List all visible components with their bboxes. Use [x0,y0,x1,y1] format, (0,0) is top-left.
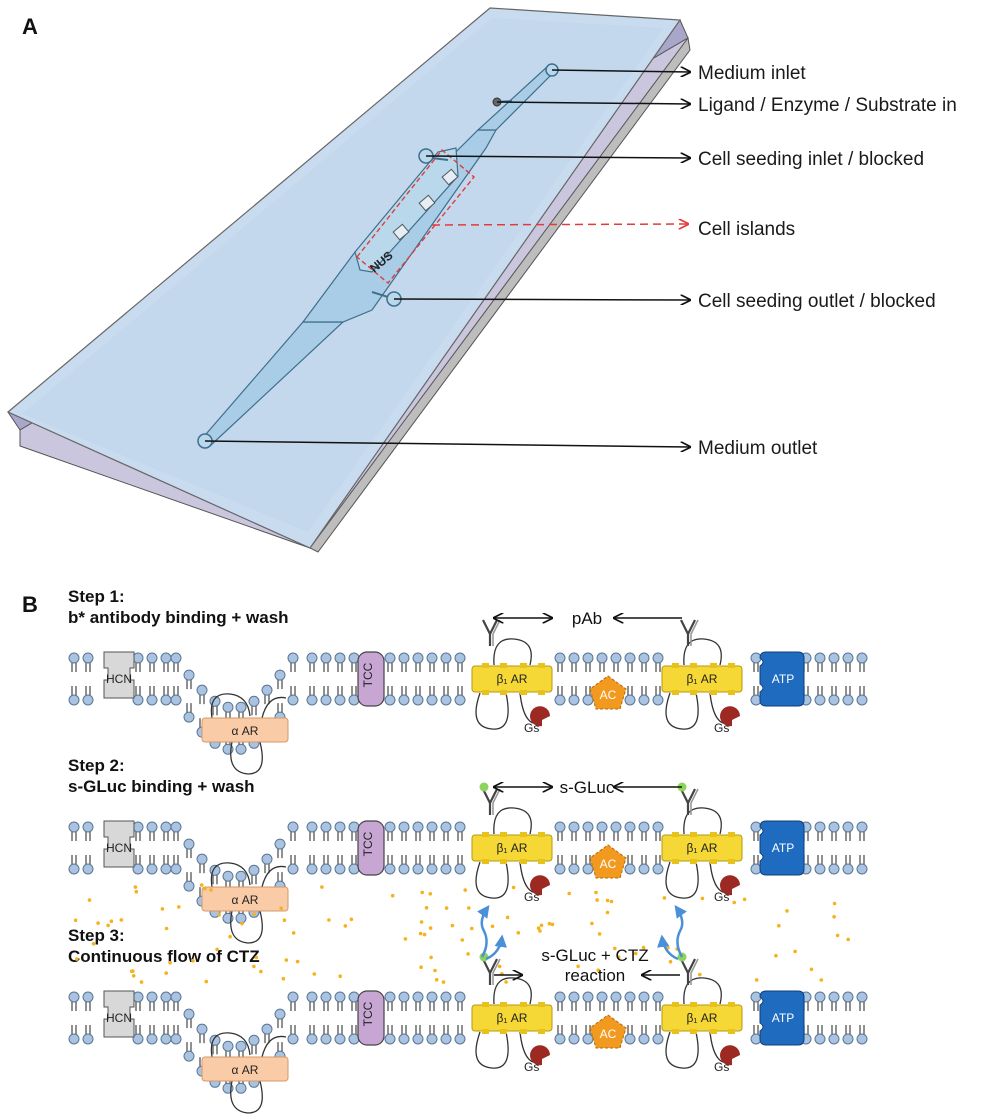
tcc-channel: TCC [357,651,385,707]
beta-ar-left-label: β₁ AR [497,672,528,686]
beta-ar-left: β₁ AR [471,638,553,730]
panel-b-label: B [22,592,38,617]
light-arrow-1b [657,934,679,961]
antibody-right [680,958,699,985]
ac-label: AC [600,1027,617,1041]
beta-ar-right-label: β₁ AR [687,672,718,686]
alpha-ar-label: α AR [232,724,259,738]
antibody-left [482,619,501,646]
gs-right: Gs [714,875,740,904]
gs-left: Gs [524,706,550,735]
ligand-in-label: Ligand / Enzyme / Substrate in [698,95,957,116]
gs-left: Gs [524,1045,550,1074]
atp-label: ATP [772,1011,794,1025]
step-3-mid-label2: reaction [565,966,625,985]
antibody-left [482,958,501,985]
gs-right-label: Gs [714,890,729,904]
hcn-label: HCN [106,672,132,686]
hcn-label: HCN [106,1011,132,1025]
step-3-subtitle: Continuous flow of CTZ [68,947,260,966]
gs-left-label: Gs [524,1060,539,1074]
step-1-subtitle: b* antibody binding + wash [68,608,289,627]
gs-right: Gs [714,706,740,735]
gs-right-label: Gs [714,1060,729,1074]
step-3: Step 3: Continuous flow of CTZ HCN TCC α AR β… [68,883,868,1114]
atp-pump: ATP [759,820,805,876]
tcc-channel: TCC [357,820,385,876]
beta-ar-right-label: β₁ AR [687,1011,718,1025]
callout-arrows [204,70,690,447]
tcc-label: TCC [361,662,375,687]
microfluidic-chip: NUS [6,7,691,553]
atp-pump: ATP [759,651,805,707]
light-arrow-0a [477,904,490,958]
cell-island-squares [392,168,459,241]
step-1-title: Step 1: [68,587,125,606]
antibody-right [680,619,699,646]
step-2-subtitle: s-GLuc binding + wash [68,777,255,796]
adenylyl-cyclase: AC [589,1014,627,1049]
beta-ar-right-label: β₁ AR [687,841,718,855]
adenylyl-cyclase: AC [589,675,627,710]
tcc-label: TCC [361,1001,375,1026]
hcn-channel: HCN [103,990,135,1038]
gluc-left [479,782,489,792]
cell-islands-arrow [431,224,688,225]
cell-seeding-outlet-label: Cell seeding outlet / blocked [698,291,936,312]
medium-inlet-label: Medium inlet [698,63,806,84]
beta-ar-left-label: β₁ AR [497,1011,528,1025]
membrane [68,652,868,755]
ac-label: AC [600,857,617,871]
beta-ar-right: β₁ AR [661,807,743,899]
antibody-left [482,788,501,815]
gs-left-label: Gs [524,890,539,904]
alpha-ar-label: α AR [232,893,259,907]
atp-label: ATP [772,672,794,686]
hcn-channel: HCN [103,651,135,699]
antibody-right [680,788,699,815]
tcc-label: TCC [361,831,375,856]
cell-islands-box [356,149,475,284]
cell-islands-label: Cell islands [698,219,795,240]
beta-ar-right: β₁ AR [661,977,743,1069]
cell-seeding-inlet-label: Cell seeding inlet / blocked [698,149,924,170]
membrane [68,991,868,1094]
beta-ar-left: β₁ AR [471,807,553,899]
atp-pump: ATP [759,990,805,1046]
tcc-channel: TCC [357,990,385,1046]
alpha-ar: α AR [201,1032,289,1114]
callout-labels: Medium inlet Ligand / Enzyme / Substrate… [698,63,957,459]
alpha-ar: α AR [201,693,289,775]
step-1-mid-label: pAb [572,609,602,628]
gs-left-label: Gs [524,721,539,735]
light-arrow-0b [485,934,507,961]
hcn-label: HCN [106,841,132,855]
adenylyl-cyclase: AC [589,844,627,879]
gs-left: Gs [524,875,550,904]
step-3-title: Step 3: [68,926,125,945]
beta-ar-left-label: β₁ AR [497,841,528,855]
atp-label: ATP [772,841,794,855]
step-2-title: Step 2: [68,756,125,775]
step-3-mid-label: s-GLuc + CTZ [541,946,648,965]
ctz-dots [73,883,850,984]
beta-ar-right: β₁ AR [661,638,743,730]
alpha-ar: α AR [201,862,289,944]
medium-outlet-label: Medium outlet [698,438,818,459]
ac-label: AC [600,688,617,702]
light-arrow-1a [674,904,687,958]
alpha-ar-label: α AR [232,1063,259,1077]
hcn-channel: HCN [103,820,135,868]
panel-a-label: A [22,14,38,39]
gs-right: Gs [714,1045,740,1074]
step-2-mid-label: s-GLuc [560,778,615,797]
gs-right-label: Gs [714,721,729,735]
